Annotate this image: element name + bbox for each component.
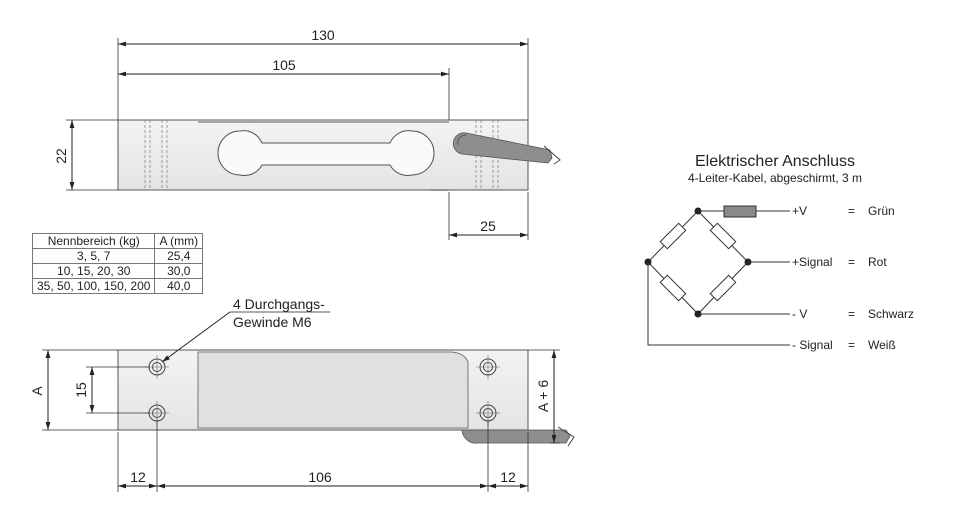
resistor-icon [659, 222, 687, 250]
electrical-diagram: Elektrischer Anschluss 4-Leiter-Kabel, a… [644, 153, 914, 352]
dim-130-label: 130 [311, 27, 335, 43]
capacity-table: Nennbereich (kg) A (mm) 3, 5, 7 25,4 10,… [31, 233, 204, 294]
table-cell: 40,0 [154, 278, 204, 294]
electrical-title: Elektrischer Anschluss [695, 153, 855, 170]
dim-15-label: 15 [73, 382, 89, 398]
table-header-cell: A (mm) [154, 233, 204, 249]
resistor-icon [709, 222, 737, 250]
thread-note-line2: Gewinde M6 [233, 314, 312, 330]
table-cell: 3, 5, 7 [31, 248, 156, 264]
eq-minus-v: = [848, 307, 855, 321]
table-cell: 25,4 [154, 248, 204, 264]
table-row: 3, 5, 7 25,4 [31, 248, 204, 264]
dim-12-left-label: 12 [130, 469, 146, 485]
terminal-plus-signal: +Signal [792, 255, 832, 269]
strain-cutout [217, 130, 435, 176]
cable-top [452, 132, 553, 164]
dim-a6-label: A + 6 [535, 380, 551, 413]
terminal-minus-signal: - Signal [792, 338, 833, 352]
thread-note-line1: 4 Durchgangs- [233, 296, 325, 312]
dim-25-label: 25 [480, 218, 496, 234]
table-cell: 35, 50, 100, 150, 200 [31, 278, 156, 294]
table-cell: 30,0 [154, 263, 204, 279]
dim-106-label: 106 [308, 469, 332, 485]
terminal-minus-v: - V [792, 307, 807, 321]
electrical-subtitle: 4-Leiter-Kabel, abgeschirmt, 3 m [688, 171, 862, 185]
dim-22-label: 22 [53, 148, 69, 164]
thread-leader [161, 311, 231, 363]
table-header-row: Nennbereich (kg) A (mm) [31, 233, 204, 249]
eq-minus-signal: = [848, 338, 855, 352]
label-plate [197, 351, 469, 429]
cable-bottom [461, 429, 571, 444]
terminal-plus-v: +V [792, 204, 807, 218]
top-view: 130 105 22 25 [53, 27, 561, 240]
color-plus-v: Grün [868, 204, 895, 218]
eq-plus-v: = [848, 204, 855, 218]
color-plus-signal: Rot [868, 255, 887, 269]
bottom-view: 4 Durchgangs- Gewinde M6 A 15 A + 6 12 1… [29, 296, 575, 492]
color-minus-v: Schwarz [868, 307, 914, 321]
table-row: 35, 50, 100, 150, 200 40,0 [31, 278, 204, 294]
dim-12-right-label: 12 [500, 469, 516, 485]
resistor-icon [659, 274, 687, 302]
eq-plus-signal: = [848, 255, 855, 269]
table-header-cell: Nennbereich (kg) [31, 233, 156, 249]
table-cell: 10, 15, 20, 30 [31, 263, 156, 279]
color-minus-signal: Weiß [868, 338, 896, 352]
dim-105-label: 105 [272, 57, 296, 73]
compensation-resistor-icon [723, 205, 757, 218]
table-row: 10, 15, 20, 30 30,0 [31, 263, 204, 279]
dim-a-label: A [29, 386, 45, 396]
resistor-icon [709, 274, 737, 302]
